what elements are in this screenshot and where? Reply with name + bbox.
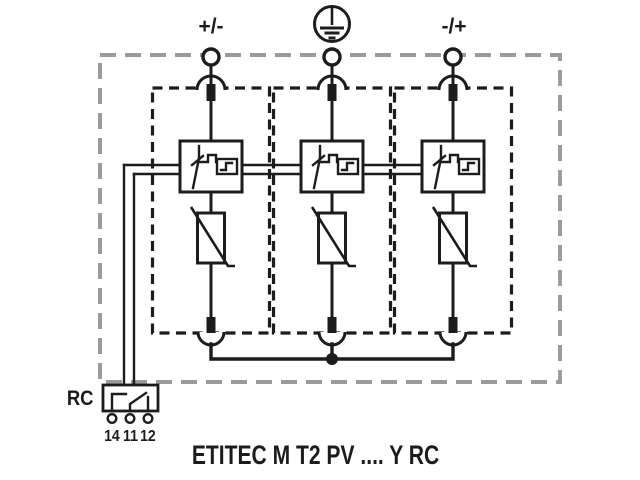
remote-signal-wires	[122, 163, 424, 387]
rc-pin-label-14: 14	[104, 428, 120, 445]
spd-module-2	[271, 47, 393, 347]
rc-pin-label-12: 12	[140, 428, 156, 445]
junction-dot	[326, 353, 338, 365]
rc-label: RC	[66, 387, 94, 410]
earth-ground-icon	[313, 5, 351, 43]
terminal-label-minus-plus: -/+	[441, 15, 467, 38]
rc-terminal-11-icon	[124, 413, 136, 425]
rc-terminal-12-icon	[142, 413, 154, 425]
spd-module-3	[392, 47, 514, 347]
rc-contact-box	[101, 383, 160, 425]
terminal-label-plus-minus: +/-	[198, 15, 224, 38]
rc-pin-label-11: 11	[122, 428, 138, 445]
product-title: ETITEC M T2 PV .... Y RC	[192, 440, 440, 470]
spd-module-1	[150, 47, 272, 347]
rc-terminal-14-icon	[106, 413, 118, 425]
